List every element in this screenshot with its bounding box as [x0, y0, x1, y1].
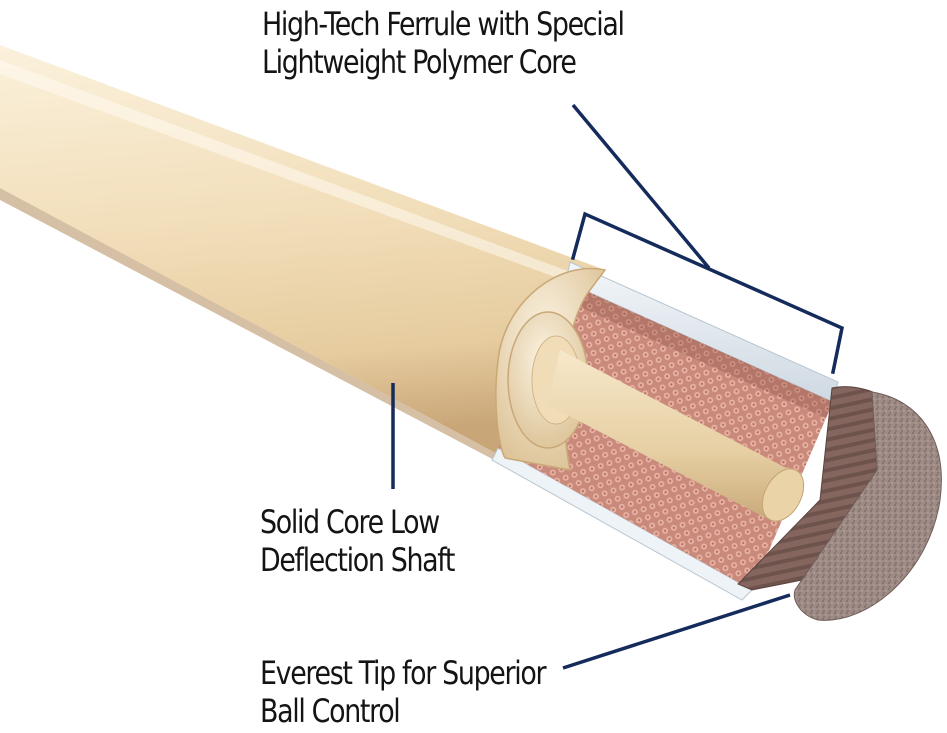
ferrule-callout-line1: High-Tech Ferrule with Special [262, 5, 625, 43]
tip-callout-line1: Everest Tip for Superior [260, 654, 546, 692]
tip-leader-line [562, 593, 791, 670]
shaft-callout-line1: Solid Core Low [260, 503, 440, 541]
tip-face [793, 391, 942, 621]
ferrule-leader-line [571, 103, 711, 270]
shaft-underside-shade [0, 188, 505, 462]
ferrule-callout: High-Tech Ferrule with Special Lightweig… [262, 5, 625, 81]
ferrule-callout-line2: Lightweight Polymer Core [262, 43, 577, 81]
core-rod [548, 350, 790, 520]
ferrule-bracket [570, 211, 844, 375]
shaft-body [0, 45, 605, 458]
polymer-core-shadow [560, 282, 833, 418]
core-rod-end [761, 468, 805, 522]
tip-callout-line2: Ball Control [260, 692, 401, 730]
ferrule-shell-bottom [491, 447, 753, 601]
tip-callout: Everest Tip for Superior Ball Control [260, 654, 546, 730]
shaft-highlight [0, 60, 600, 292]
shaft-callout: Solid Core Low Deflection Shaft [260, 503, 455, 579]
shaft-callout-line2: Deflection Shaft [260, 541, 455, 579]
